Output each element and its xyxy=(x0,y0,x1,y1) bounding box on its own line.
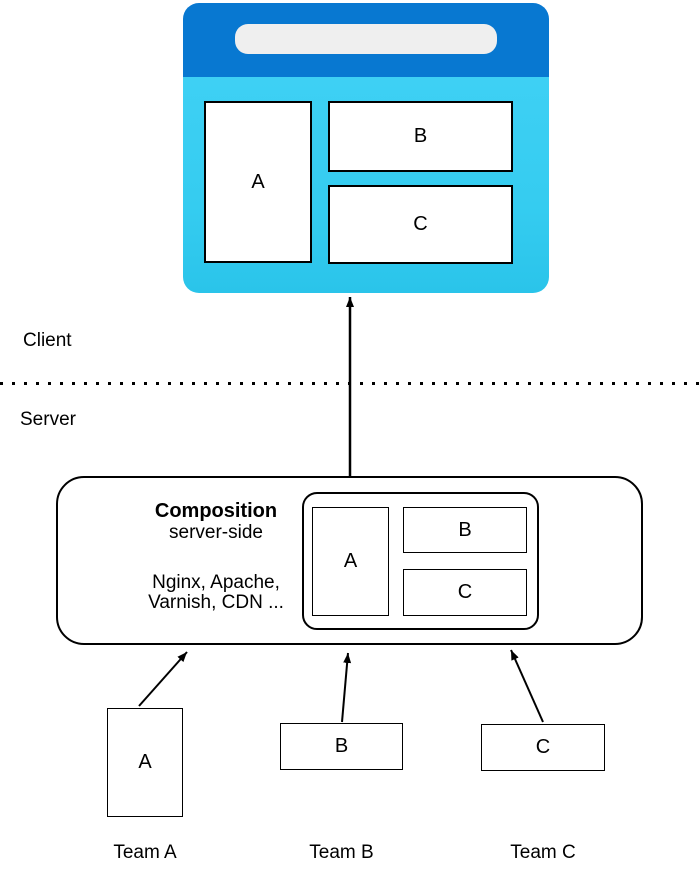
client-fragment-a-label: A xyxy=(251,170,265,193)
client-fragment-c: C xyxy=(328,185,513,264)
composition-box: Composition server-side Nginx, Apache, V… xyxy=(56,476,643,645)
browser-titlebar xyxy=(183,3,549,77)
arrow-team-b-to-composition xyxy=(341,652,352,723)
composition-tech-list: Nginx, Apache, Varnish, CDN ... xyxy=(106,573,326,613)
team-c-label: Team C xyxy=(510,842,576,863)
server-fragment-b: B xyxy=(403,507,527,553)
team-b-box-label: B xyxy=(334,735,349,757)
composition-tech-line-1: Nginx, Apache, xyxy=(152,572,280,593)
composition-tech-line-2: Varnish, CDN ... xyxy=(148,592,284,613)
client-label: Client xyxy=(23,330,72,351)
composition-text: Composition server-side Nginx, Apache, V… xyxy=(106,500,326,613)
team-a-label: Team A xyxy=(113,842,177,863)
server-fragment-b-label: B xyxy=(458,518,472,541)
client-fragment-b: B xyxy=(328,101,513,172)
server-fragment-c-label: C xyxy=(457,581,473,603)
server-fragment-a: A xyxy=(312,507,389,616)
team-c-box: C xyxy=(481,724,605,771)
team-b-box: B xyxy=(280,723,403,770)
client-fragment-b-label: B xyxy=(413,125,428,147)
client-server-divider xyxy=(0,382,700,385)
composition-title: Composition xyxy=(154,500,278,522)
browser-window: A B C xyxy=(183,3,549,293)
team-a-box: A xyxy=(107,708,183,817)
team-b-label: Team B xyxy=(309,842,374,863)
server-fragment-c: C xyxy=(403,569,527,616)
client-fragment-c-label: C xyxy=(413,213,428,235)
team-a-box-label: A xyxy=(138,751,152,773)
composition-subtitle: server-side xyxy=(169,522,263,543)
arrow-team-a-to-composition xyxy=(138,651,188,707)
server-fragment-a-label: A xyxy=(343,550,358,572)
browser-viewport: A B C xyxy=(183,77,549,293)
address-bar xyxy=(235,24,497,54)
arrow-team-c-to-composition xyxy=(510,649,544,723)
assembled-page-container: A B C xyxy=(302,492,539,630)
team-c-box-label: C xyxy=(535,736,551,758)
server-label: Server xyxy=(20,409,76,430)
client-fragment-a: A xyxy=(204,101,312,263)
